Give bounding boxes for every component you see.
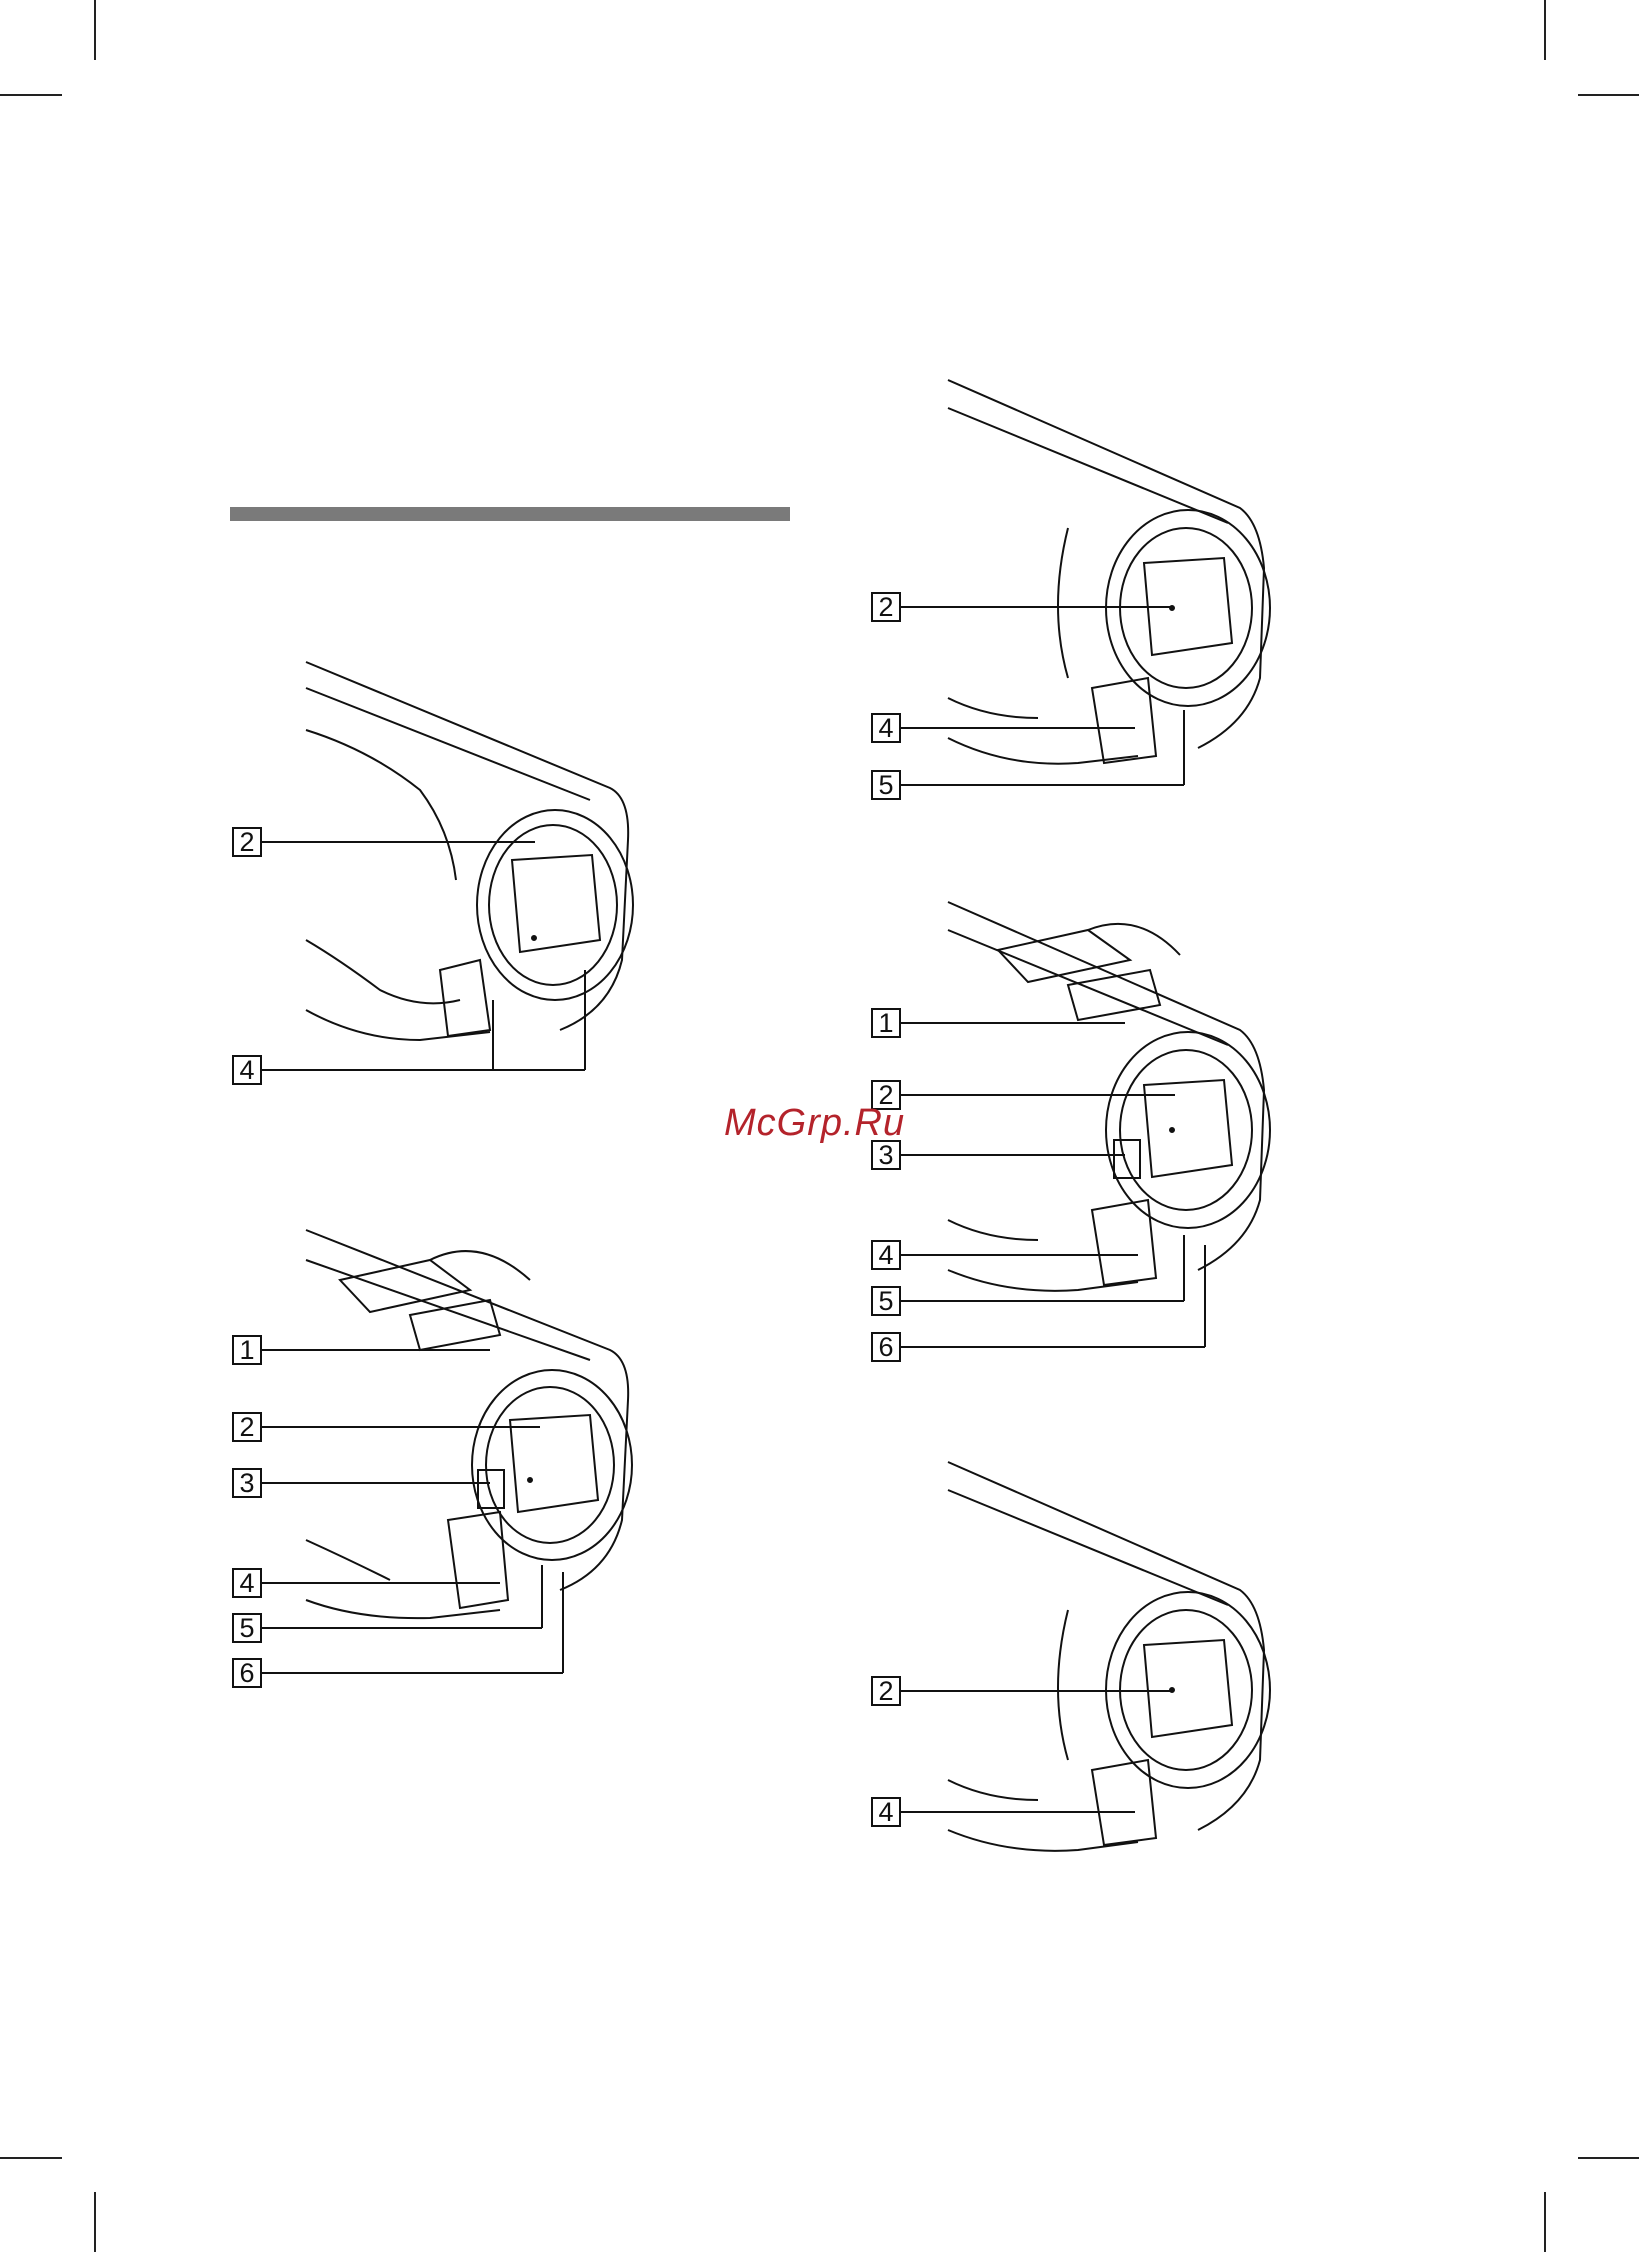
watermark-text: McGrp.Ru [724, 1102, 905, 1145]
